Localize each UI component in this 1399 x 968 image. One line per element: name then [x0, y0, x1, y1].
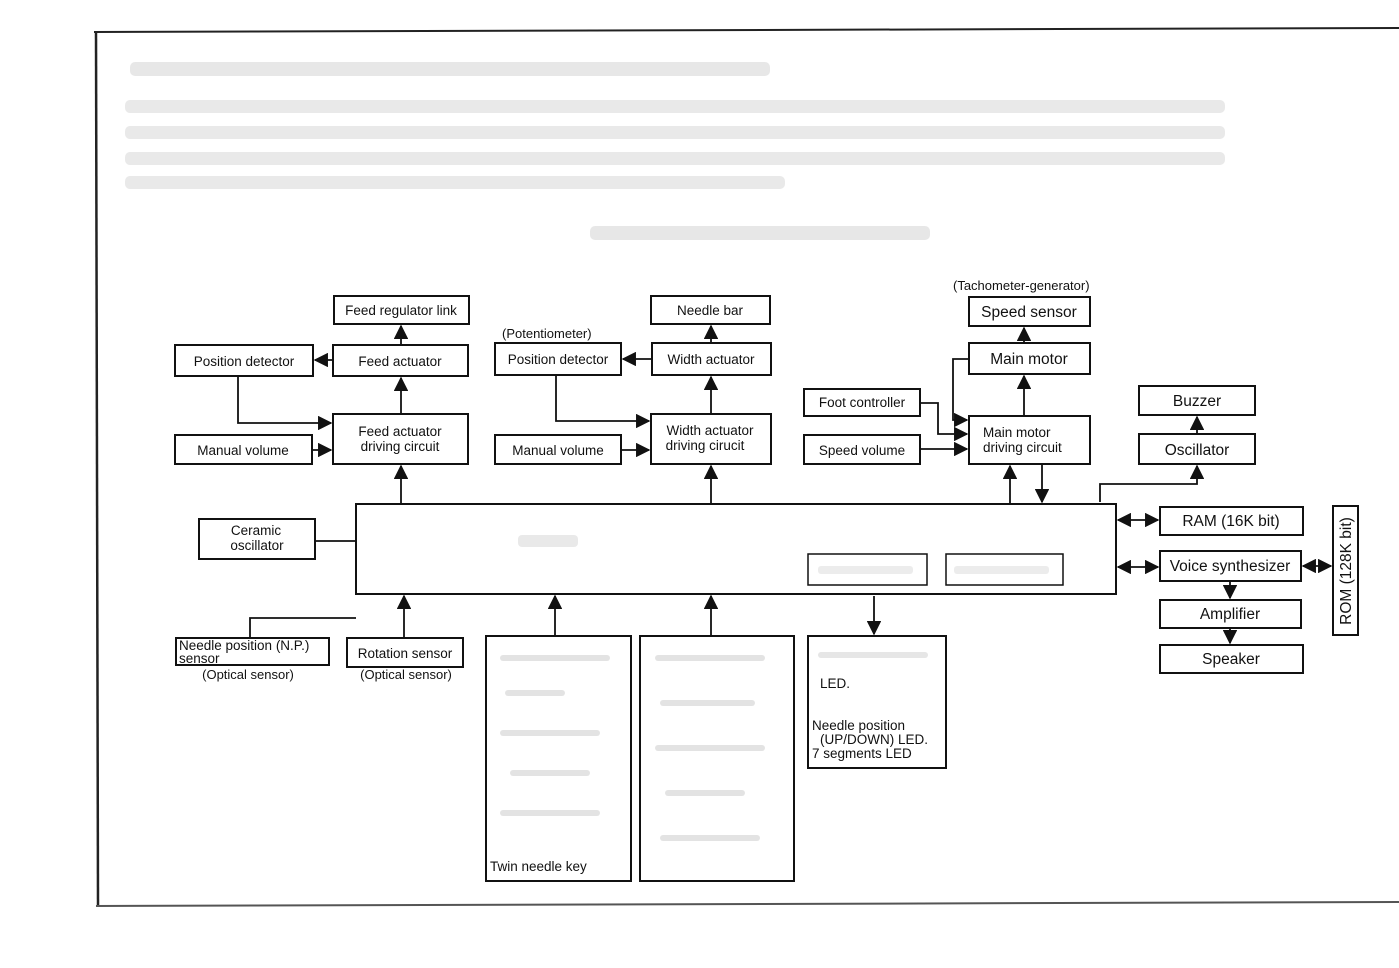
feed-regulator-link-box — [333, 295, 470, 325]
amplifier-label: Amplifier — [1200, 606, 1260, 623]
speed-sensor-label: Speed sensor — [981, 304, 1077, 321]
rotation-sensor-note: (Optical sensor) — [360, 667, 452, 682]
led-line3: (UP/DOWN) LED. — [820, 732, 928, 747]
voice-synthesizer-label: Voice synthesizer — [1170, 558, 1291, 575]
width-driving-circuit-line1: Width actuator — [666, 423, 754, 438]
width-driving-circuit-line2: driving cirucit — [666, 438, 745, 453]
rotation-sensor-label: Rotation sensor — [358, 646, 453, 661]
rom-label: ROM (128K bit) — [1338, 517, 1355, 625]
buzzer-box — [1138, 385, 1256, 416]
motor-section: (Tachometer-generator) Speed sensor Main… — [803, 278, 1091, 504]
feed-position-detector-box — [174, 344, 314, 377]
np-sensor-box — [175, 637, 330, 666]
main-motor-driving-circuit-line1: Main motor — [983, 425, 1051, 440]
oscillator-label: Oscillator — [1165, 442, 1230, 459]
main-motor-label: Main motor — [990, 351, 1068, 368]
foot-controller-label: Foot controller — [819, 395, 906, 410]
feed-actuator-box — [332, 344, 469, 377]
led-panel-box — [807, 635, 947, 769]
arrow-detector-to-circuit — [237, 376, 333, 431]
led-line4: 7 segments LED — [812, 746, 912, 761]
main-motor-driving-circuit-box — [968, 415, 1091, 465]
led-section: LED. Needle position (UP/DOWN) LED. 7 se… — [807, 596, 947, 769]
potentiometer-note: (Potentiometer) — [502, 326, 592, 341]
width-actuator-box — [651, 342, 772, 376]
faded-key-markings — [500, 655, 765, 841]
ram-box — [1159, 506, 1304, 536]
width-position-detector-box — [494, 342, 622, 376]
arrow-cpu-to-oscillator — [1099, 464, 1205, 502]
arrow-foot-to-circuit — [920, 402, 969, 442]
led-line1: LED. — [820, 676, 850, 691]
sensor-section: Needle position (N.P.) sensor (Optical s… — [175, 594, 464, 682]
speed-volume-label: Speed volume — [819, 443, 905, 458]
ceramic-oscillator-line2: oscillator — [230, 538, 284, 553]
speaker-box — [1159, 644, 1304, 674]
feed-regulator-link-label: Feed regulator link — [345, 303, 457, 318]
needle-bar-label: Needle bar — [677, 303, 744, 318]
audio-memory-section: Buzzer Oscillator RAM (16K bit) Voice sy… — [1099, 385, 1359, 674]
needle-bar-box — [650, 295, 771, 325]
feed-manual-volume-box — [174, 434, 313, 465]
cpu-block: Ceramic oscillator — [198, 503, 1117, 595]
led-line2: Needle position — [812, 718, 905, 733]
twin-needle-key-label: Twin needle key — [490, 859, 587, 874]
ceramic-oscillator-line1: Ceramic — [231, 523, 282, 538]
speaker-label: Speaker — [1202, 651, 1260, 668]
main-motor-driving-circuit-line2: driving circuit — [983, 440, 1062, 455]
foot-controller-box — [803, 388, 921, 417]
np-sensor-line1: Needle position (N.P.) — [179, 638, 309, 653]
arrow-motor-feedback — [952, 358, 969, 428]
arrow-width-detector-to-circuit — [555, 375, 651, 429]
width-position-detector-label: Position detector — [508, 352, 609, 367]
cpu-faded-label — [518, 535, 578, 547]
rotation-sensor-box — [346, 637, 464, 668]
line-np-sensor-to-cpu — [249, 617, 356, 638]
buzzer-label: Buzzer — [1173, 393, 1221, 410]
feed-section: Feed regulator link Position detector Fe… — [174, 295, 470, 504]
key-panel-left — [485, 635, 632, 882]
speed-sensor-box — [968, 296, 1091, 327]
width-section: (Potentiometer) Needle bar Position dete… — [494, 295, 772, 504]
ceramic-oscillator-box — [198, 518, 316, 560]
cpu-subblock-2 — [945, 553, 1064, 586]
page-frame — [93, 27, 1399, 907]
width-actuator-label: Width actuator — [667, 352, 755, 367]
cpu-box — [355, 503, 1117, 595]
key-panels: Twin needle key — [485, 594, 795, 882]
feed-actuator-label: Feed actuator — [358, 354, 442, 369]
voice-synthesizer-box — [1159, 550, 1302, 582]
feed-driving-circuit-line1: Feed actuator — [358, 424, 442, 439]
ram-label: RAM (16K bit) — [1182, 513, 1279, 530]
tachometer-note: (Tachometer-generator) — [953, 278, 1090, 293]
np-sensor-note: (Optical sensor) — [202, 667, 294, 682]
feed-driving-circuit-box — [332, 413, 469, 465]
rom-box — [1332, 505, 1359, 636]
oscillator-box — [1138, 433, 1256, 465]
feed-manual-volume-label: Manual volume — [197, 443, 289, 458]
np-sensor-line2: sensor — [179, 651, 220, 666]
key-panel-right — [639, 635, 795, 882]
cpu-subblock-1 — [807, 553, 928, 586]
width-driving-circuit-box — [650, 413, 772, 465]
amplifier-box — [1159, 599, 1302, 629]
width-manual-volume-label: Manual volume — [512, 443, 604, 458]
feed-driving-circuit-line2: driving circuit — [361, 439, 440, 454]
feed-position-detector-label: Position detector — [194, 354, 295, 369]
faded-header-text — [125, 62, 1225, 240]
